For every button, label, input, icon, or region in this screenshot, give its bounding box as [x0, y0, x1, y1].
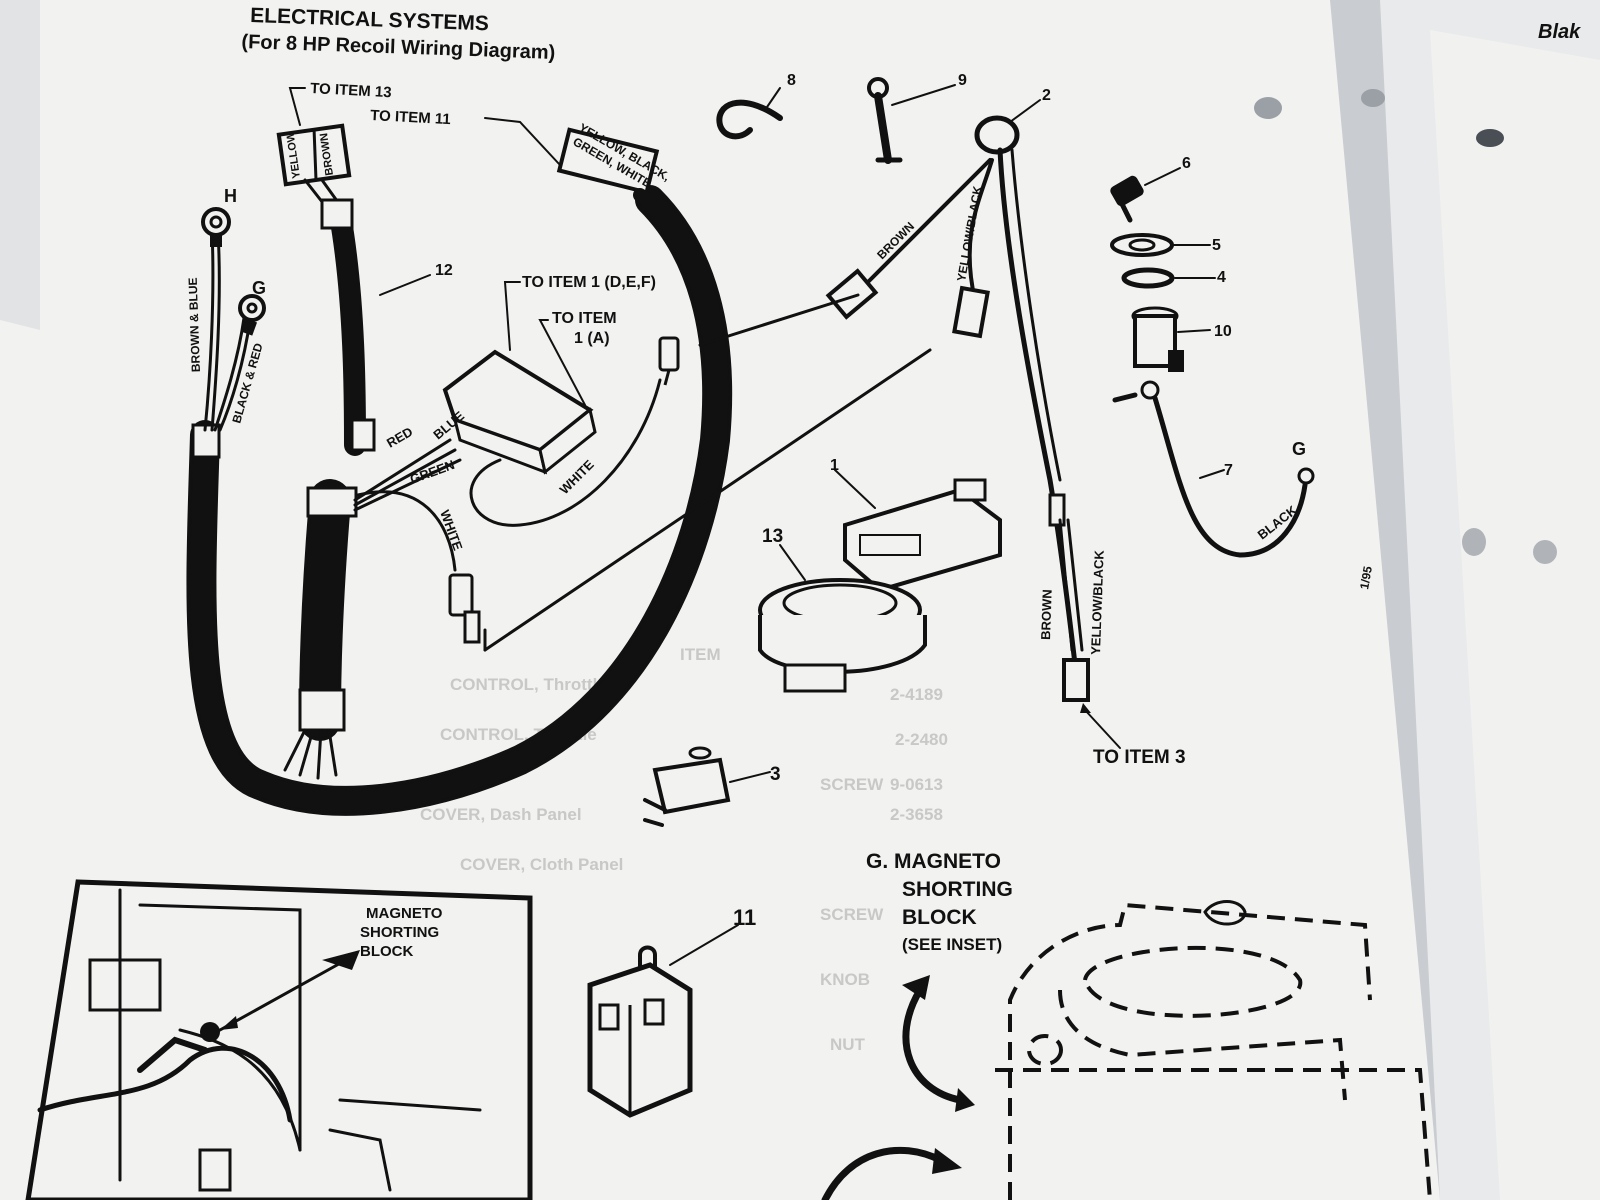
- callout-g-magneto-3: BLOCK: [902, 906, 977, 929]
- item-number-2: 2: [1042, 87, 1051, 104]
- label-to-item-1a-line1: TO ITEM: [552, 310, 617, 327]
- svg-text:COVER, Cloth Panel: COVER, Cloth Panel: [460, 855, 623, 874]
- item-number-1: 1: [830, 457, 839, 474]
- item-9-clamp: [867, 77, 903, 164]
- item-3-switch: [643, 746, 731, 827]
- ring-terminal-g-left: [238, 294, 266, 336]
- item-4-washer: [1121, 267, 1175, 289]
- item-1-connector: [843, 478, 1002, 593]
- item-10-ignition-switch: [1131, 306, 1184, 372]
- svg-text:ITEM: ITEM: [680, 645, 721, 664]
- label-to-item-13: TO ITEM 13: [310, 80, 392, 101]
- svg-text:KNOB: KNOB: [820, 970, 870, 989]
- svg-text:2-2480: 2-2480: [895, 730, 948, 749]
- back-sheet-2: [1430, 30, 1600, 1200]
- binder-hole: [1533, 540, 1557, 564]
- terminal-letter-h: H: [224, 186, 237, 206]
- connector-to-item-1: [442, 349, 597, 475]
- main-harness: [186, 185, 733, 816]
- terminal-letter-g-right: G: [1292, 439, 1306, 459]
- connector-to-item-11: YELLOW, BLACK, GREEN, WHITE: [556, 120, 672, 217]
- svg-text:CONTROL, Throttle: CONTROL, Throttle: [450, 675, 607, 694]
- arrow-line: [698, 293, 860, 347]
- item-6-key: [1110, 175, 1144, 223]
- magneto-inset: MAGNETO SHORTING BLOCK: [25, 879, 533, 1200]
- item-8-clip: [716, 99, 783, 140]
- binder-hole: [1462, 528, 1486, 556]
- item-number-8: 8: [787, 72, 796, 89]
- svg-text:2-3658: 2-3658: [890, 805, 943, 824]
- binder-hole: [1361, 89, 1385, 107]
- spade-terminal-white-top: [658, 336, 680, 386]
- svg-text:9-0613: 9-0613: [890, 775, 943, 794]
- item-number-6: 6: [1182, 155, 1191, 172]
- inset-label-3: BLOCK: [360, 943, 413, 960]
- connector-to-item-13: YELLOW BROWN: [276, 123, 354, 230]
- svg-text:2-4189: 2-4189: [890, 685, 943, 704]
- item-5-nut: [1110, 233, 1174, 257]
- spade-terminal-white-bottom: [448, 573, 481, 644]
- item-13-part: [758, 578, 927, 693]
- wire-label-brown: BROWN: [318, 132, 336, 176]
- svg-text:NUT: NUT: [830, 1035, 866, 1054]
- item-number-12: 12: [435, 262, 453, 279]
- label-to-item-11: TO ITEM 11: [370, 107, 451, 128]
- item-number-13: 13: [762, 526, 783, 547]
- item-number-11: 11: [733, 905, 756, 930]
- item-number-10: 10: [1214, 323, 1232, 340]
- svg-text:COVER, Dash Panel: COVER, Dash Panel: [420, 805, 582, 824]
- item-11-relay: [587, 945, 693, 1118]
- callout-g-magneto-1: G. MAGNETO: [866, 850, 1001, 873]
- item-number-5: 5: [1212, 237, 1221, 254]
- label-to-item-3: TO ITEM 3: [1093, 747, 1186, 768]
- item-number-3: 3: [770, 764, 781, 785]
- leader-lines: [288, 84, 1225, 966]
- terminal-letter-g-left: G: [252, 278, 266, 298]
- magneto-callout: G. MAGNETO SHORTING BLOCK (SEE INSET): [821, 850, 1013, 1200]
- item-number-7: 7: [1224, 462, 1233, 479]
- wire-label-brown-blue: BROWN & BLUE: [186, 277, 203, 372]
- callout-see-inset: (SEE INSET): [902, 935, 1002, 954]
- wire-label-yellow-black-2: YELLOW/BLACK: [1088, 549, 1107, 655]
- callout-g-magneto-2: SHORTING: [902, 878, 1013, 901]
- side-note: 1/95: [1357, 565, 1375, 591]
- item-number-4: 4: [1217, 269, 1226, 286]
- inset-label-2: SHORTING: [360, 924, 439, 941]
- wire-label-brown-3: BROWN: [1038, 589, 1055, 640]
- arrow-line: [483, 348, 932, 652]
- engine-outline: [995, 900, 1432, 1200]
- binder-hole: [1254, 97, 1282, 119]
- corner-title: Blak: [1538, 21, 1581, 43]
- label-to-item-1a-line2: 1 (A): [574, 330, 610, 347]
- label-to-item-1-def: TO ITEM 1 (D,E,F): [522, 274, 656, 291]
- ring-terminal-h: [201, 207, 231, 247]
- item-7-ground-wire: [1112, 380, 1315, 558]
- inset-label-1: MAGNETO: [366, 905, 443, 922]
- binder-hole: [1476, 129, 1504, 147]
- svg-text:SCREW: SCREW: [820, 775, 884, 794]
- svg-text:SCREW: SCREW: [820, 905, 884, 924]
- item-number-9: 9: [958, 72, 967, 89]
